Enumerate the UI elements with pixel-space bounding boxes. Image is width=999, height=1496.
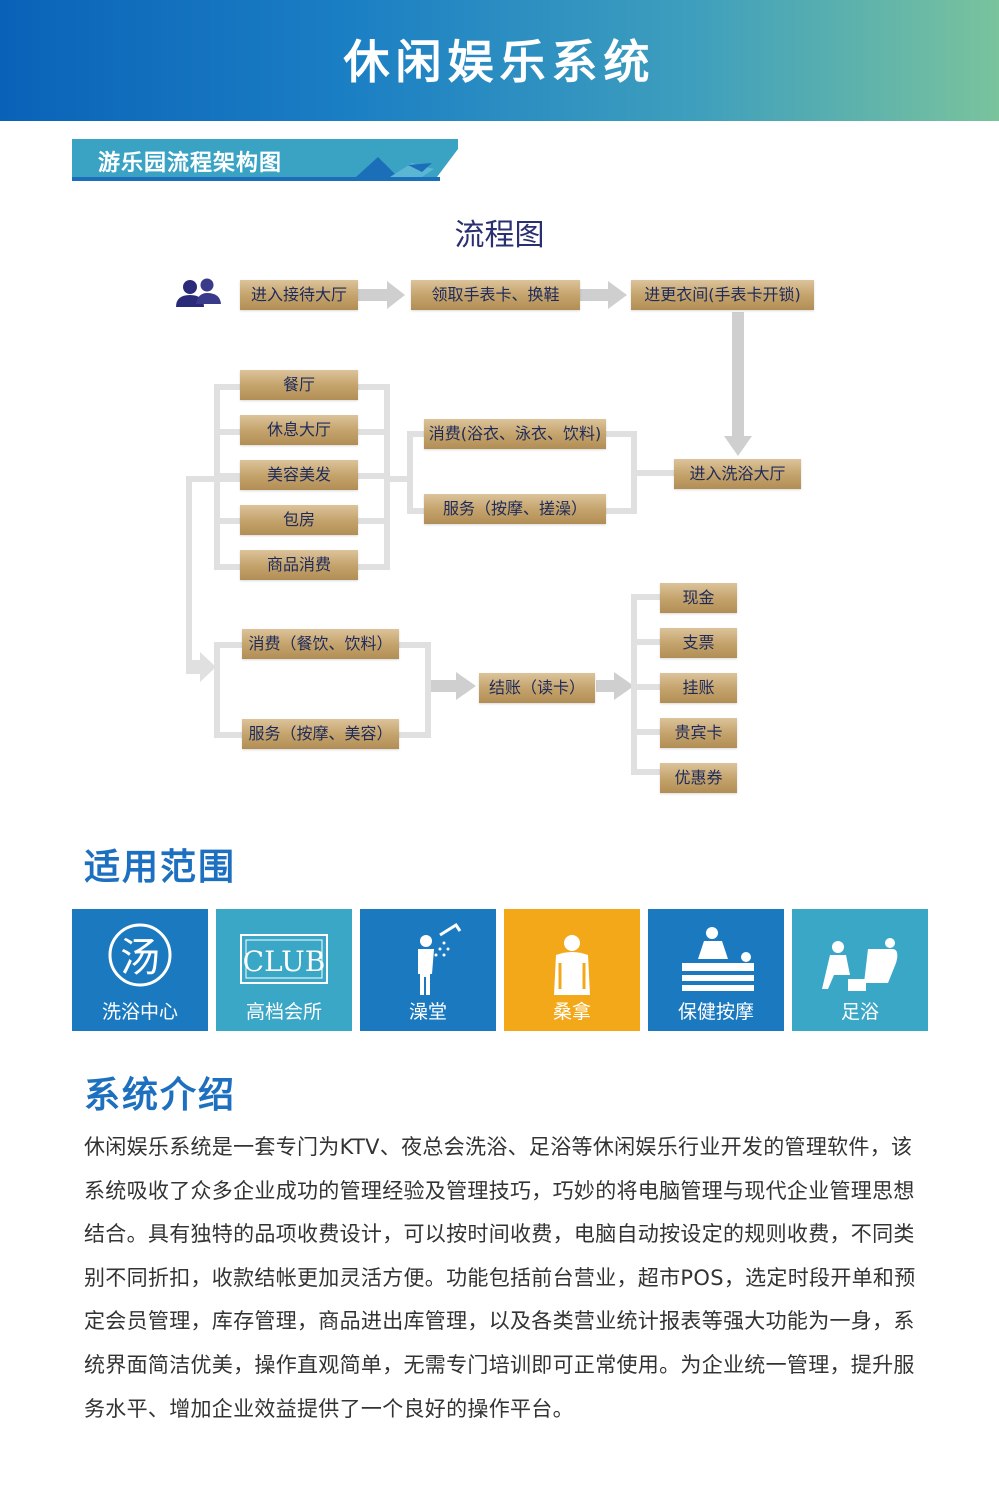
scope-tile-massage: 保健按摩 <box>648 909 784 1031</box>
node-consume-bath: 消费(浴衣、泳衣、饮料) <box>424 419 606 449</box>
bracket-food-service-left <box>214 642 242 738</box>
massage-icon <box>682 927 754 991</box>
club-sign-icon: CLUB <box>240 934 328 984</box>
bracket-consume-service-left <box>407 431 424 514</box>
node-reception: 进入接待大厅 <box>240 280 358 310</box>
node-beauty: 美容美发 <box>240 460 358 490</box>
node-goods: 商品消费 <box>240 550 358 580</box>
node-restaurant: 餐厅 <box>240 370 358 400</box>
node-credit: 挂账 <box>660 673 737 703</box>
arrow-checkout-to-payment <box>596 672 634 700</box>
scope-tile-bath-center: 汤 洗浴中心 <box>72 909 208 1031</box>
node-bath-hall: 进入洗浴大厅 <box>674 459 801 489</box>
node-checkout: 结账（读卡） <box>479 673 595 703</box>
bracket-payment <box>631 594 660 775</box>
node-vip-card: 贵宾卡 <box>660 718 737 748</box>
flowchart-title: 流程图 <box>454 218 545 253</box>
tile-label: 保健按摩 <box>677 1001 754 1023</box>
tile-label: 桑拿 <box>552 1001 591 1023</box>
club-text: CLUB <box>243 945 326 978</box>
link-venues-to-food <box>186 476 240 667</box>
page-title: 休闲娱乐系统 <box>343 35 656 89</box>
tile-label: 澡堂 <box>408 1001 447 1023</box>
node-service-massage: 服务（按摩、搓澡） <box>424 494 606 524</box>
tile-label: 洗浴中心 <box>101 1001 178 1023</box>
bath-symbol-icon: 汤 <box>108 923 172 987</box>
node-wristband: 领取手表卡、换鞋 <box>411 280 580 310</box>
arrow-wristband-to-locker <box>580 281 627 309</box>
tile-label: 高档会所 <box>245 1001 322 1023</box>
tile-background <box>72 909 208 1031</box>
tile-label: 足浴 <box>840 1001 879 1023</box>
arrow-reception-to-wristband <box>358 281 405 309</box>
scope-tile-sauna: 桑拿 <box>504 909 640 1031</box>
intro-title: 系统介绍 <box>84 1075 237 1116</box>
people-icon <box>176 278 221 307</box>
sauna-icon <box>554 935 590 995</box>
tile-background <box>792 909 928 1031</box>
node-locker: 进更衣间(手表卡开锁) <box>631 280 814 310</box>
node-cheque: 支票 <box>660 628 737 658</box>
flowchart-connectors <box>186 281 752 775</box>
bracket-venues-right <box>358 384 390 570</box>
node-lounge: 休息大厅 <box>240 415 358 445</box>
svg-text:汤: 汤 <box>120 935 160 981</box>
section-banner-title: 游乐园流程架构图 <box>98 151 283 176</box>
section-banner: 游乐园流程架构图 <box>72 139 458 183</box>
tile-background <box>216 909 352 1031</box>
node-consume-food: 消费（餐饮、饮料） <box>242 629 399 659</box>
arrow-locker-to-bath-hall <box>724 312 752 456</box>
shower-icon <box>418 922 462 995</box>
node-service-beauty: 服务（按摩、美容） <box>242 719 399 749</box>
scope-title: 适用范围 <box>84 847 237 888</box>
scope-tile-foot-bath: 足浴 <box>792 909 928 1031</box>
section-banner-shape <box>72 139 458 181</box>
scope-tile-bathhouse: 澡堂 <box>360 909 496 1031</box>
node-cash: 现金 <box>660 583 737 613</box>
header-banner: 休闲娱乐系统 <box>0 0 999 121</box>
node-private-room: 包房 <box>240 505 358 535</box>
foot-bath-icon <box>822 938 898 991</box>
bracket-food-service-right <box>399 642 431 738</box>
node-coupon: 优惠券 <box>660 763 737 793</box>
bracket-consume-service-right <box>606 431 674 514</box>
arrow-to-checkout <box>430 672 476 700</box>
intro-paragraph: 休闲娱乐系统是一套专门为KTV、夜总会洗浴、足浴等休闲娱乐行业开发的管理软件，该… <box>84 1135 916 1421</box>
scope-tile-club: CLUB 高档会所 <box>216 909 352 1031</box>
arrow-into-food-group <box>186 652 216 682</box>
